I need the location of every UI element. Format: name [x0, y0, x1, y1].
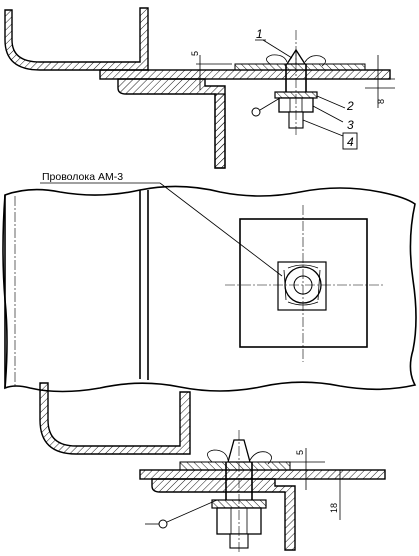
bottom-upper-strip: [179, 461, 291, 471]
bottom-plate: [139, 469, 386, 480]
top-upper-strip: [234, 63, 366, 71]
top-lower-flange: [117, 78, 226, 169]
bottom-section-view: 5 18: [39, 382, 386, 554]
top-weld-symbol: [251, 107, 261, 117]
wire-label: Проволока АМ-3: [42, 171, 123, 183]
callout-4-box: [342, 132, 358, 150]
bottom-bracket-wall: [39, 382, 191, 455]
top-section-view: 5 8 1 2 3 4: [4, 7, 395, 169]
callout-3: 3: [347, 118, 354, 132]
plan-inner-square: [277, 261, 327, 311]
top-plate: [99, 69, 391, 80]
plan-outline: [2, 185, 417, 393]
plan-view: Проволока АМ-3: [2, 171, 417, 393]
plan-square-plate: [239, 218, 368, 348]
callout-4: 4: [347, 135, 354, 149]
bottom-weld-symbol: [158, 519, 168, 529]
bottom-lower-flange: [151, 478, 296, 551]
callout-1: 1: [256, 27, 263, 41]
bottom-dim-top: 5: [295, 450, 305, 455]
callout-2: 2: [346, 99, 354, 113]
top-bracket-wall: [4, 7, 149, 71]
top-vertical-wall: [214, 93, 226, 169]
top-dim-right: 8: [376, 99, 386, 104]
top-dim-left: 5: [190, 51, 200, 56]
bottom-dim-side: 18: [329, 503, 339, 513]
